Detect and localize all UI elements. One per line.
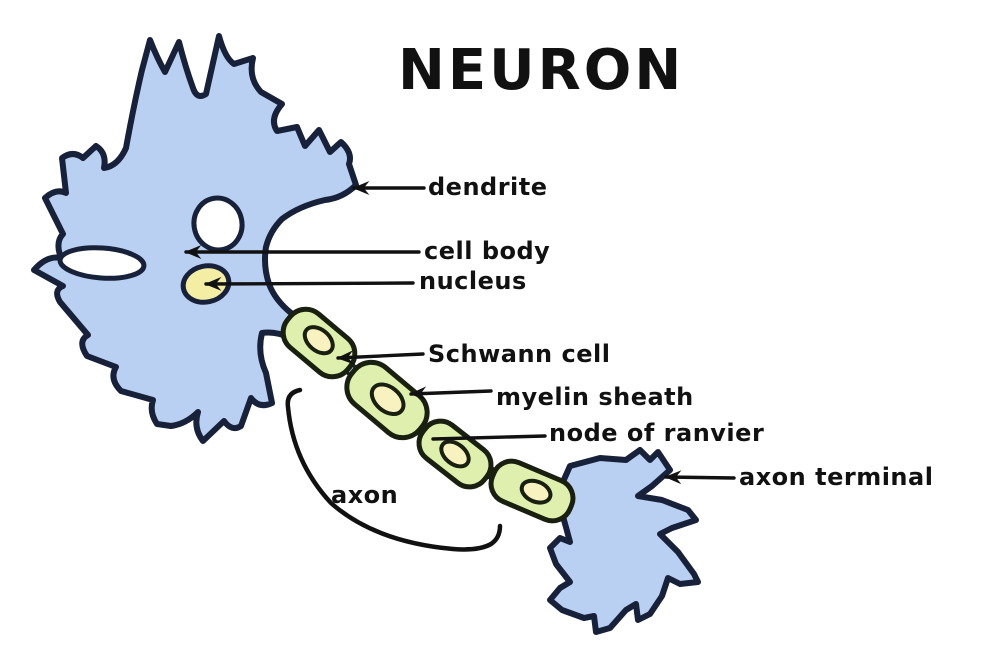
axon-terminal-arrow	[664, 470, 736, 485]
axon-bracket	[285, 387, 503, 552]
label-node-of-ranvier: node of ranvier	[549, 419, 765, 447]
schwann-cell-core	[369, 382, 406, 417]
schwann-cell-core	[439, 439, 471, 469]
myelin-sheath-arrow	[409, 386, 493, 401]
soma-white-gap	[57, 245, 147, 281]
myelin-segment-4	[488, 458, 576, 524]
cell-body-dendrites-shape	[31, 33, 359, 444]
label-myelin-sheath: myelin sheath	[496, 383, 694, 411]
label-nucleus: nucleus	[419, 267, 527, 295]
label-schwann-cell: Schwann cell	[428, 340, 611, 368]
schwann-cell-core	[302, 325, 335, 356]
soma-white-gap	[191, 195, 245, 253]
nucleus-arrow	[204, 276, 415, 291]
label-axon-terminal: axon terminal	[739, 463, 934, 491]
schwann-cell-arrow	[336, 350, 425, 365]
label-axon: axon	[331, 481, 399, 509]
node-of-ranvier-line	[431, 434, 547, 441]
label-cell-body: cell body	[424, 237, 551, 265]
diagram-title: NEURON	[398, 38, 685, 103]
label-dendrite: dendrite	[428, 173, 548, 201]
axon-terminal-shape	[547, 447, 701, 635]
myelin-segment-2	[344, 359, 430, 441]
schwann-cell-core	[519, 478, 553, 505]
